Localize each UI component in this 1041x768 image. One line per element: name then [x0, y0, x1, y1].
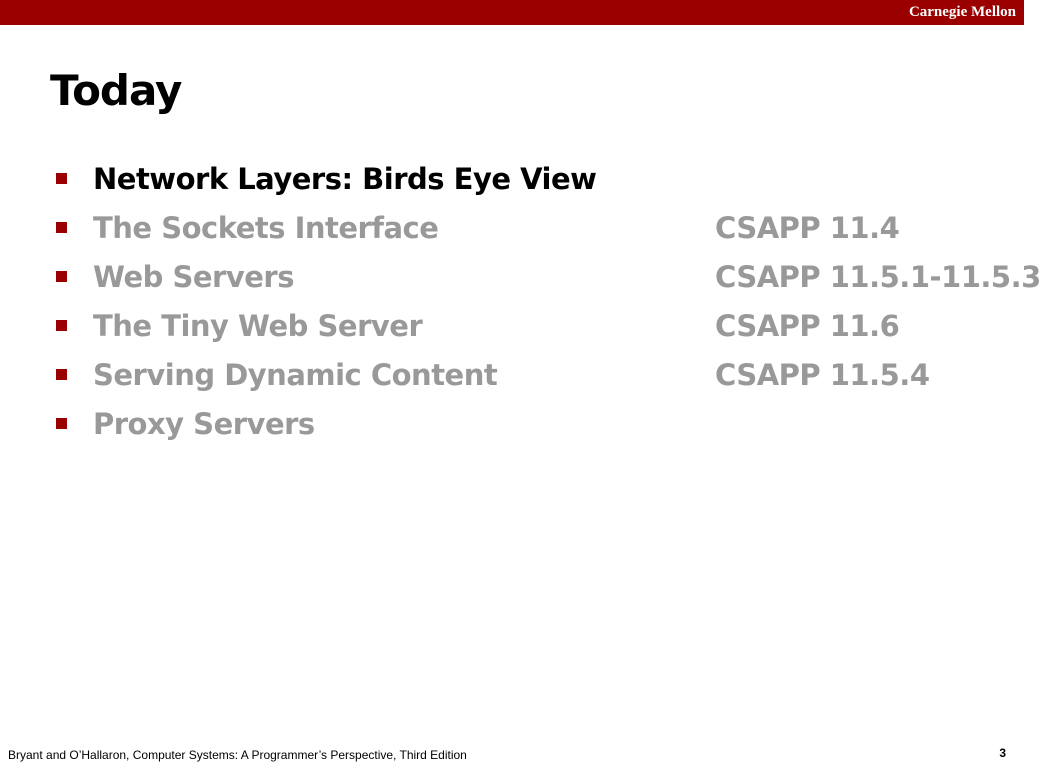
agenda-item-label: The Sockets Interface — [93, 211, 439, 245]
agenda-item-reference: CSAPP 11.5.4 — [715, 358, 930, 392]
agenda-item-label: Network Layers: Birds Eye View — [93, 162, 597, 196]
agenda-item-network-layers: Network Layers: Birds Eye View — [56, 162, 1016, 211]
brand-label: Carnegie Mellon — [908, 4, 1016, 20]
agenda-item-label: Web Servers — [93, 260, 294, 294]
header-bar: Carnegie Mellon — [0, 0, 1024, 25]
square-bullet-icon — [56, 271, 67, 282]
agenda-item-reference: CSAPP 11.4 — [715, 211, 900, 245]
slide-title: Today — [50, 66, 182, 115]
page-number: 3 — [999, 746, 1006, 760]
footer-citation: Bryant and O’Hallaron, Computer Systems:… — [8, 748, 467, 762]
agenda-item-sockets-interface: The Sockets Interface CSAPP 11.4 — [56, 211, 1016, 260]
square-bullet-icon — [56, 320, 67, 331]
agenda-item-label: Serving Dynamic Content — [93, 358, 498, 392]
square-bullet-icon — [56, 418, 67, 429]
agenda-item-reference: CSAPP 11.6 — [715, 309, 900, 343]
agenda-item-label: Proxy Servers — [93, 407, 315, 441]
square-bullet-icon — [56, 222, 67, 233]
agenda-item-label: The Tiny Web Server — [93, 309, 423, 343]
agenda-item-reference: CSAPP 11.5.1-11.5.3 — [715, 260, 1041, 294]
agenda-item-web-servers: Web Servers CSAPP 11.5.1-11.5.3 — [56, 260, 1041, 309]
agenda-item-dynamic-content: Serving Dynamic Content CSAPP 11.5.4 — [56, 358, 1016, 407]
agenda-item-proxy-servers: Proxy Servers — [56, 407, 1016, 456]
square-bullet-icon — [56, 369, 67, 380]
agenda-item-tiny-web-server: The Tiny Web Server CSAPP 11.6 — [56, 309, 1016, 358]
square-bullet-icon — [56, 173, 67, 184]
